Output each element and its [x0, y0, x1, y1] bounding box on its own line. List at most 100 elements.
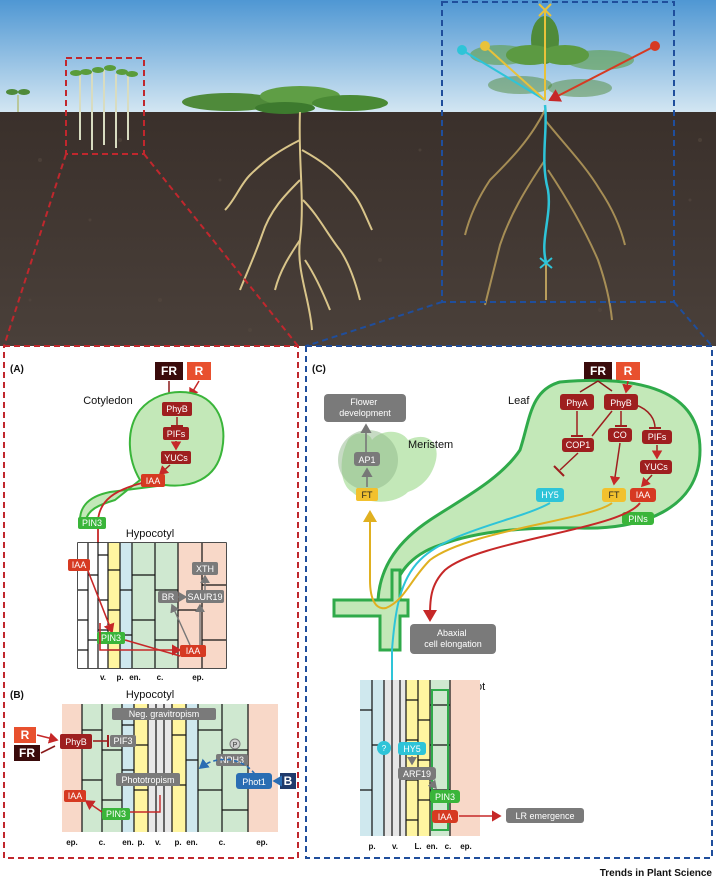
- root-right: [464, 109, 626, 321]
- flower-dev: Flower development: [339, 397, 391, 418]
- phot1-b: Phot1: [242, 777, 266, 787]
- blue-zoom-box: [441, 1, 675, 303]
- phyb-b: PhyB: [65, 737, 87, 747]
- stem-shape: [332, 568, 410, 652]
- root-cells-c: [360, 680, 480, 836]
- ft-c: FT: [609, 490, 620, 500]
- pifs-c: PIFs: [648, 432, 667, 442]
- iaa-a-low: IAA: [186, 646, 201, 656]
- br-a: BR: [162, 592, 175, 602]
- yucs-a: YUCs: [164, 453, 188, 463]
- blue-zoom-connector: [305, 301, 713, 347]
- meristem-title: Meristem: [408, 439, 453, 451]
- p-mark: P: [233, 742, 238, 749]
- panel-a: (A) FR R Cotyledon PhyB PIFs YUCs IAA PI…: [10, 362, 227, 682]
- flower-dev-text: Flower: [350, 397, 377, 407]
- iaa-b: IAA: [68, 791, 83, 801]
- tissue-b-7: c.: [219, 838, 226, 847]
- credit-line: Trends in Plant Science: [600, 868, 713, 879]
- seedling-small: [6, 89, 30, 112]
- pin3-b: PIN3: [106, 809, 126, 819]
- hypocotyl-cells-b: [62, 704, 278, 832]
- red-zoom-box: [65, 57, 145, 155]
- pin3-a-mid: PIN3: [101, 633, 121, 643]
- neg-gravitropism: Neg. gravitropism: [129, 709, 200, 719]
- tissue-a-0: v.: [100, 673, 106, 682]
- tissue-c-4: c.: [445, 842, 452, 851]
- pif3-b: PIF3: [113, 736, 132, 746]
- cotyledon-title: Cotyledon: [83, 395, 133, 407]
- abaxial-c: Abaxial cell elongation: [424, 628, 482, 649]
- hy5-c: HY5: [541, 490, 559, 500]
- hypocotyl-b-title: Hypocotyl: [126, 689, 174, 701]
- iaa-c: IAA: [636, 490, 651, 500]
- iaa-a-mid: IAA: [72, 560, 87, 570]
- hy5-root: HY5: [403, 744, 421, 754]
- panel-c: (C) FR R Flower development Meristem AP1…: [312, 362, 702, 851]
- tissue-b-0: ep.: [66, 838, 78, 847]
- panel-right-frame: [305, 345, 713, 859]
- panel-b: (B) Hypocotyl Neg. gravitropism R FR: [10, 689, 296, 847]
- tissue-a-3: c.: [157, 673, 164, 682]
- tissue-b-8: ep.: [256, 838, 268, 847]
- fr-b: FR: [19, 746, 35, 760]
- tissue-a-2: en.: [129, 673, 141, 682]
- marker-x-bottom: [539, 257, 553, 269]
- tissue-b-3: p.: [137, 838, 144, 847]
- arf19-root: ARF19: [403, 769, 431, 779]
- tissue-a-4: ep.: [192, 673, 204, 682]
- abaxial-text: Abaxial: [437, 628, 467, 638]
- tissue-b-5: p.: [174, 838, 181, 847]
- pin3-a-top: PIN3: [82, 518, 102, 528]
- pifs-a: PIFs: [167, 429, 186, 439]
- pin3-root: PIN3: [435, 792, 455, 802]
- saur19-a: SAUR19: [187, 592, 222, 602]
- rosette-middle: [182, 86, 388, 114]
- seedling-cluster: [70, 65, 138, 150]
- pins-c: PINs: [628, 514, 648, 524]
- red-zoom-connector: [3, 153, 299, 347]
- tissue-c-1: v.: [392, 842, 398, 851]
- phya-c: PhyA: [566, 398, 588, 408]
- root-middle: [224, 111, 373, 331]
- iaa-root: IAA: [438, 812, 453, 822]
- tissue-c-3: en.: [426, 842, 438, 851]
- cop1-c: COP1: [566, 440, 591, 450]
- cyan-root-trace: [543, 104, 551, 263]
- abaxial-text-line2: cell elongation: [424, 639, 482, 649]
- flower-dev-text-line2: development: [339, 408, 391, 418]
- panel-a-label: (A): [10, 364, 24, 375]
- b-light: B: [284, 774, 293, 788]
- tissue-b-1: c.: [99, 838, 106, 847]
- ap1-c: AP1: [358, 455, 375, 465]
- q-mark: ?: [382, 744, 387, 753]
- nph3-b: NPH3: [220, 755, 244, 765]
- xth-a: XTH: [196, 564, 214, 574]
- iaa-a-top: IAA: [146, 476, 161, 486]
- ft-meristem: FT: [362, 490, 373, 500]
- co-c: CO: [613, 430, 627, 440]
- tissue-c-2: L.: [414, 842, 421, 851]
- tissue-b-2: en.: [122, 838, 134, 847]
- phyb-c: PhyB: [610, 398, 632, 408]
- tissue-c-5: ep.: [460, 842, 472, 851]
- phototropism-b: Phototropism: [121, 775, 174, 785]
- top-scene: [0, 0, 716, 346]
- r-b: R: [21, 728, 30, 742]
- leaf-title: Leaf: [508, 395, 530, 407]
- tissue-b-4: v.: [155, 838, 161, 847]
- yucs-c: YUCs: [644, 462, 668, 472]
- tissue-a-1: p.: [116, 673, 123, 682]
- panel-b-label: (B): [10, 690, 24, 701]
- cotyledon-shape: [78, 390, 225, 521]
- fr-c: FR: [590, 364, 606, 378]
- r-label: R: [195, 364, 204, 378]
- tissue-b-6: en.: [186, 838, 198, 847]
- r-c: R: [624, 364, 633, 378]
- panel-c-label: (C): [312, 364, 326, 375]
- lr-emergence: LR emergence: [515, 811, 574, 821]
- phyb-a: PhyB: [166, 404, 188, 414]
- hypocotyl-a-title: Hypocotyl: [126, 528, 174, 540]
- panel-left-frame: [3, 345, 299, 859]
